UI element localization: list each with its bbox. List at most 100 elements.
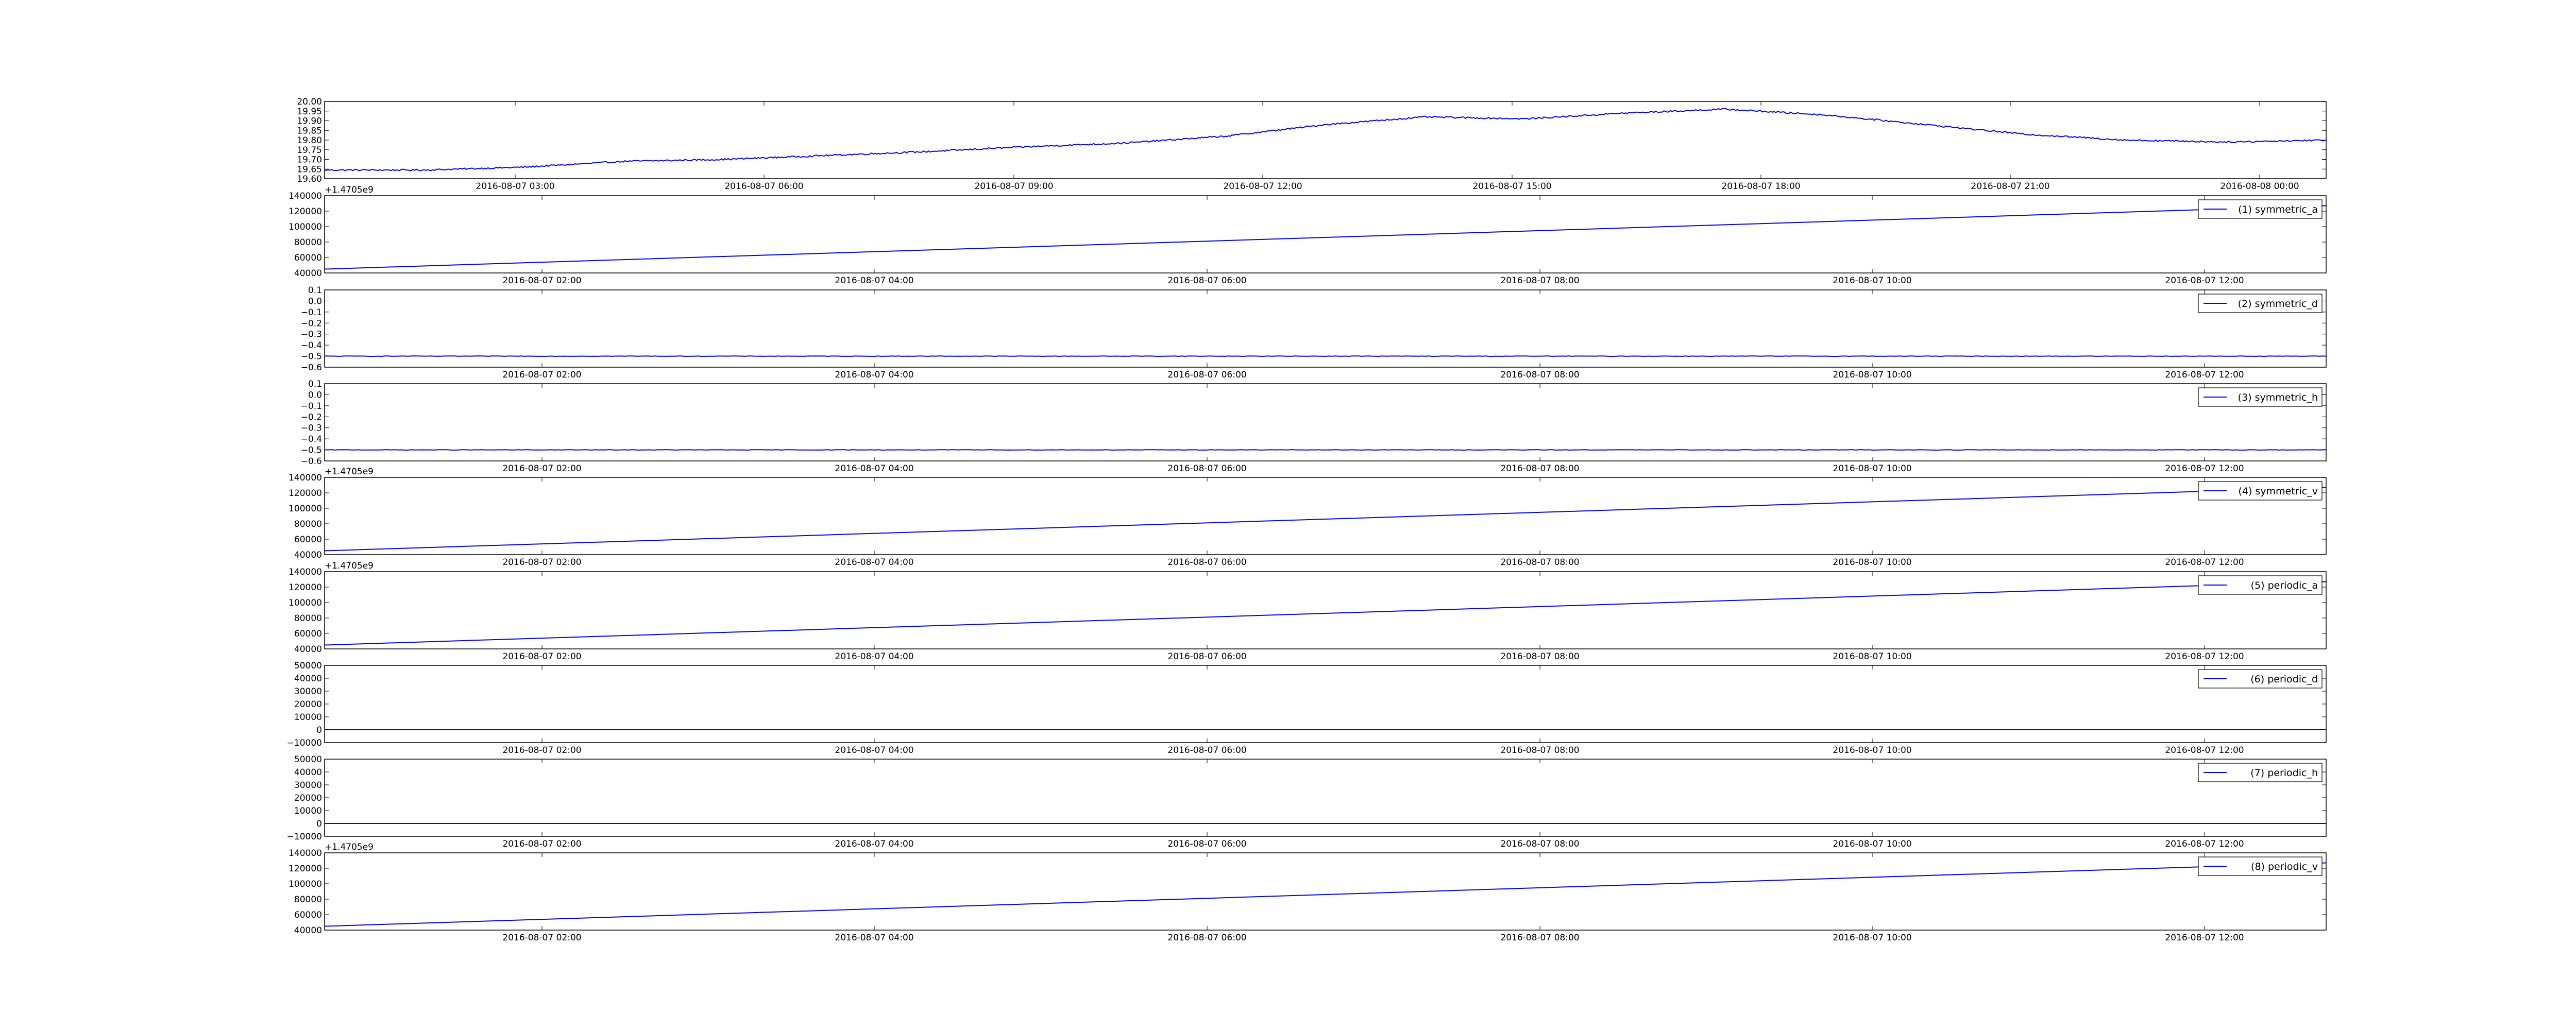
y-tick-label: 40000 (294, 550, 322, 560)
x-tick-label: 2016-08-07 21:00 (1971, 181, 2049, 192)
y-tick-label: −0.1 (301, 401, 322, 411)
y-tick-label: 120000 (289, 207, 322, 217)
y-tick-label: 60000 (294, 629, 322, 639)
x-tick-label: 2016-08-08 00:00 (2220, 181, 2299, 192)
x-tick-label: 2016-08-07 06:00 (1167, 557, 1246, 568)
y-tick-label: 140000 (289, 567, 322, 577)
axes-frame (324, 101, 2327, 179)
x-tick-label: 2016-08-07 12:00 (2165, 464, 2244, 474)
y-tick-label: −0.2 (301, 412, 322, 422)
y-tick-label: 120000 (289, 864, 322, 874)
subplot-5: 4000060000800001000001200001400002016-08… (289, 467, 2327, 568)
y-tick-label: 0 (316, 725, 322, 735)
y-tick-label: −10000 (287, 832, 322, 842)
y-tick-label: 50000 (294, 754, 322, 765)
x-tick-label: 2016-08-07 06:00 (1167, 276, 1246, 286)
y-tick-label: 30000 (294, 780, 322, 791)
legend: (1) symmetric_a (2198, 199, 2323, 219)
x-tick-label: 2016-08-07 02:00 (502, 557, 581, 568)
y-tick-label: 100000 (289, 598, 322, 608)
y-tick-label: 80000 (294, 519, 322, 529)
y-tick-label: 100000 (289, 222, 322, 232)
y-tick-label: −0.1 (301, 307, 322, 318)
y-tick-label: 140000 (289, 848, 322, 859)
x-tick-label: 2016-08-07 08:00 (1500, 745, 1579, 756)
subplot-8: −10000010000200003000040000500002016-08-… (287, 754, 2327, 849)
legend-label: (1) symmetric_a (2238, 204, 2318, 215)
legend-box (2198, 481, 2323, 501)
y-tick-label: 10000 (294, 806, 322, 816)
subplot-7: −10000010000200003000040000500002016-08-… (287, 661, 2327, 756)
x-tick-label: 2016-08-07 12:00 (2165, 370, 2244, 380)
legend: (6) periodic_d (2198, 669, 2323, 689)
legend: (3) symmetric_h (2198, 387, 2323, 407)
y-tick-label: 100000 (289, 879, 322, 889)
subplot-6: 4000060000800001000001200001400002016-08… (289, 561, 2327, 662)
legend-label: (2) symmetric_d (2238, 298, 2318, 310)
x-tick-label: 2016-08-07 10:00 (1833, 557, 1911, 568)
y-tick-label: 10000 (294, 712, 322, 723)
legend: (7) periodic_h (2198, 763, 2323, 782)
x-tick-label: 2016-08-07 04:00 (835, 839, 913, 849)
series-line (324, 581, 2327, 646)
y-tick-label: 140000 (289, 191, 322, 201)
y-tick-label: 0.1 (308, 379, 322, 389)
y-tick-label: −0.6 (301, 456, 322, 467)
axes-frame (324, 759, 2327, 837)
y-tick-label: 120000 (289, 488, 322, 499)
y-tick-label: 0.0 (308, 390, 322, 400)
legend-label: (7) periodic_h (2250, 767, 2318, 779)
x-tick-label: 2016-08-07 02:00 (502, 745, 581, 756)
y-tick-label: 140000 (289, 473, 322, 483)
y-tick-label: −0.6 (301, 363, 322, 373)
y-tick-label: 120000 (289, 582, 322, 593)
y-tick-label: 80000 (294, 237, 322, 248)
x-tick-label: 2016-08-07 10:00 (1833, 745, 1911, 756)
y-tick-label: 50000 (294, 661, 322, 671)
axes-frame (324, 195, 2327, 273)
series-line (324, 862, 2327, 927)
x-tick-label: 2016-08-07 12:00 (2165, 745, 2244, 756)
y-tick-label: 40000 (294, 674, 322, 684)
y-tick-label: 0.1 (308, 285, 322, 296)
y-tick-label: 80000 (294, 613, 322, 624)
legend-label: (5) periodic_a (2251, 580, 2318, 591)
legend-label: (4) symmetric_v (2238, 486, 2318, 497)
y-tick-label: 19.85 (297, 126, 322, 136)
offset-text: +1.4705e9 (325, 561, 374, 571)
x-tick-label: 2016-08-07 02:00 (502, 276, 581, 286)
x-tick-label: 2016-08-07 02:00 (502, 651, 581, 662)
subplot-3: −0.6−0.5−0.4−0.3−0.2−0.10.00.12016-08-07… (301, 285, 2327, 380)
x-tick-label: 2016-08-07 02:00 (502, 839, 581, 849)
x-tick-label: 2016-08-07 04:00 (835, 933, 913, 943)
y-tick-label: 19.80 (297, 135, 322, 146)
y-tick-label: 0 (316, 819, 322, 829)
y-tick-label: 60000 (294, 535, 322, 545)
y-tick-label: 19.70 (297, 155, 322, 165)
offset-text: +1.4705e9 (325, 467, 374, 477)
legend-label: (6) periodic_d (2250, 674, 2318, 685)
x-tick-label: 2016-08-07 08:00 (1500, 839, 1579, 849)
x-tick-label: 2016-08-07 12:00 (1223, 181, 1302, 192)
x-tick-label: 2016-08-07 10:00 (1833, 276, 1911, 286)
x-tick-label: 2016-08-07 08:00 (1500, 933, 1579, 943)
y-tick-label: 20000 (294, 793, 322, 803)
x-tick-label: 2016-08-07 09:00 (974, 181, 1053, 192)
x-tick-label: 2016-08-07 08:00 (1500, 651, 1579, 662)
x-tick-label: 2016-08-07 06:00 (1167, 464, 1246, 474)
x-tick-label: 2016-08-07 06:00 (1167, 839, 1246, 849)
legend-label: (8) periodic_v (2251, 861, 2318, 872)
x-tick-label: 2016-08-07 03:00 (476, 181, 554, 192)
axes-frame (324, 383, 2327, 461)
y-tick-label: 0.0 (308, 296, 322, 306)
y-tick-label: 19.65 (297, 164, 322, 175)
x-tick-label: 2016-08-07 06:00 (1167, 933, 1246, 943)
axes-frame (324, 665, 2327, 743)
x-tick-label: 2016-08-07 12:00 (2165, 557, 2244, 568)
y-tick-label: 40000 (294, 925, 322, 936)
x-tick-label: 2016-08-07 08:00 (1500, 464, 1579, 474)
x-tick-label: 2016-08-07 04:00 (835, 745, 913, 756)
x-tick-label: 2016-08-07 12:00 (2165, 651, 2244, 662)
legend: (2) symmetric_d (2198, 294, 2323, 313)
